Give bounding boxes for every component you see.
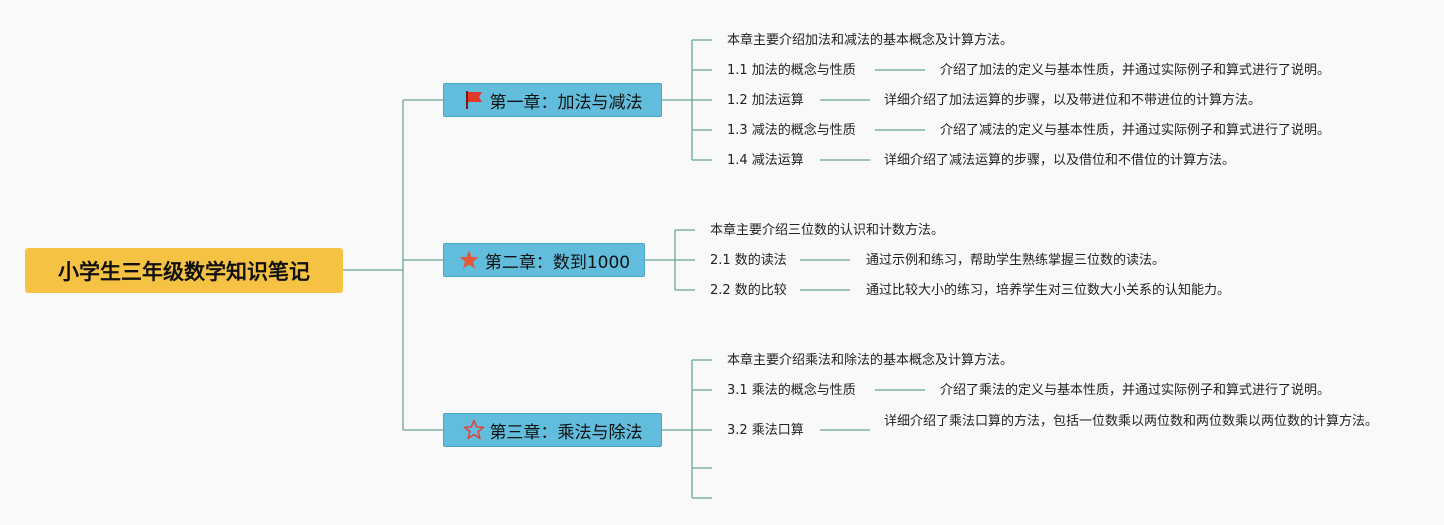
star-outline-icon (463, 419, 485, 441)
section-2-2-desc: 通过比较大小的练习，培养学生对三位数大小关系的认知能力。 (866, 283, 1231, 298)
section-3-2-desc: 详细介绍了乘法口算的方法，包括一位数乘以两位数和两位数乘以两位数的计算方法。 (884, 414, 1379, 429)
section-1-4-desc: 详细介绍了减法运算的步骤，以及借位和不借位的计算方法。 (884, 153, 1236, 168)
section-1-4-title[interactable]: 1.4 减法运算 (727, 153, 804, 168)
section-1-3-desc: 介绍了减法的定义与基本性质，并通过实际例子和算式进行了说明。 (940, 123, 1331, 138)
chapter-3-intro: 本章主要介绍乘法和除法的基本概念及计算方法。 (727, 353, 1014, 368)
flag-icon (463, 89, 485, 111)
chapter-2-intro: 本章主要介绍三位数的认识和计数方法。 (710, 223, 945, 238)
star-filled-icon (458, 249, 480, 271)
chapter-1-node[interactable]: 第一章：加法与减法 (443, 83, 662, 117)
section-1-2-desc: 详细介绍了加法运算的步骤，以及带进位和不带进位的计算方法。 (884, 93, 1262, 108)
section-2-1-title[interactable]: 2.1 数的读法 (710, 253, 787, 268)
root-topic[interactable]: 小学生三年级数学知识笔记 (25, 248, 343, 293)
chapter-1-intro: 本章主要介绍加法和减法的基本概念及计算方法。 (727, 33, 1014, 48)
section-3-2-title[interactable]: 3.2 乘法口算 (727, 423, 804, 438)
chapter-1-label: 第一章：加法与减法 (489, 92, 643, 113)
section-2-2-title[interactable]: 2.2 数的比较 (710, 283, 787, 298)
section-3-1-title[interactable]: 3.1 乘法的概念与性质 (727, 383, 856, 398)
section-1-2-title[interactable]: 1.2 加法运算 (727, 93, 804, 108)
section-3-1-desc: 介绍了乘法的定义与基本性质，并通过实际例子和算式进行了说明。 (940, 383, 1331, 398)
chapter-3-node[interactable]: 第三章：乘法与除法 (443, 413, 662, 447)
chapter-3-label: 第三章：乘法与除法 (489, 422, 643, 443)
root-title: 小学生三年级数学知识笔记 (58, 259, 310, 284)
chapter-2-node[interactable]: 第二章：数到1000 (443, 243, 645, 277)
section-1-3-title[interactable]: 1.3 减法的概念与性质 (727, 123, 856, 138)
chapter-2-label: 第二章：数到1000 (484, 252, 631, 273)
section-2-1-desc: 通过示例和练习，帮助学生熟练掌握三位数的读法。 (866, 253, 1166, 268)
section-1-1-desc: 介绍了加法的定义与基本性质，并通过实际例子和算式进行了说明。 (940, 63, 1331, 78)
section-1-1-title[interactable]: 1.1 加法的概念与性质 (727, 63, 856, 78)
